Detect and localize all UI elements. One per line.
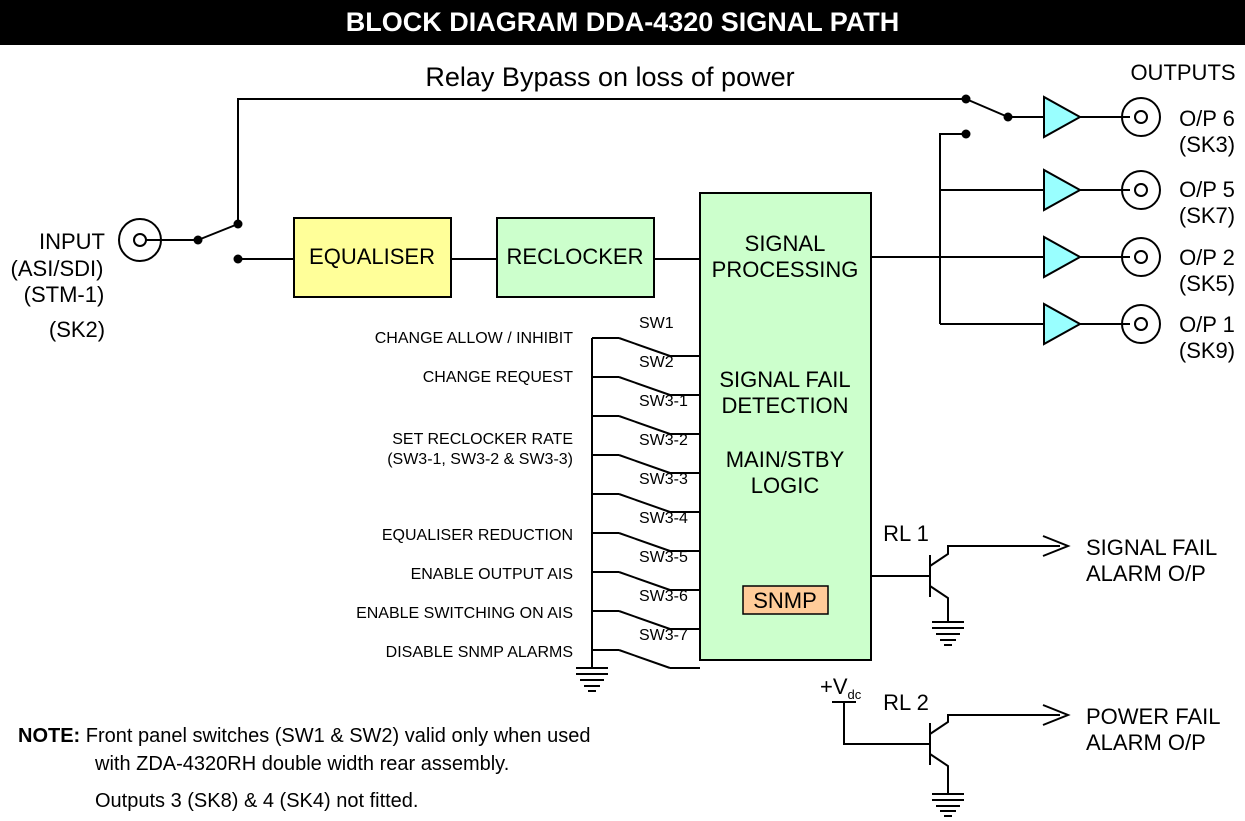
output-2-label: O/P 2	[1179, 245, 1235, 270]
output-1-sk: (SK9)	[1179, 338, 1235, 363]
set-reclocker-rate-sub-label: (SW3-1, SW3-2 & SW3-3)	[387, 451, 573, 468]
rl2-ground-icon	[932, 793, 964, 817]
sw2-function-label: CHANGE REQUEST	[423, 369, 573, 386]
sw3-5-function-label: ENABLE OUTPUT AIS	[411, 566, 573, 583]
power-fail-alarm-label-1: POWER FAIL	[1086, 704, 1220, 729]
input-stm-label: (STM-1)	[24, 282, 105, 307]
signal-fail-alarm-label-2: ALARM O/P	[1086, 561, 1206, 586]
sw3-7-function-label: DISABLE SNMP ALARMS	[386, 644, 573, 661]
switch-sw2: SW2	[592, 354, 700, 396]
switch-id-label: SW3-7	[639, 627, 688, 644]
reclocker-label: RECLOCKER	[507, 244, 644, 269]
switch-sw3-3: SW3-3	[592, 471, 700, 513]
switch-id-label: SW3-2	[639, 432, 688, 449]
signal-processing-label-1: SIGNAL	[745, 231, 826, 256]
reclocker-block	[496, 217, 655, 298]
input-sk-label: (SK2)	[49, 317, 105, 342]
switch-sw3-4: SW3-4	[592, 510, 700, 552]
output-buffer-icon	[1043, 168, 1083, 212]
output-1-label: O/P 1	[1179, 312, 1235, 337]
signal-fail-alarm-label-1: SIGNAL FAIL	[1086, 535, 1217, 560]
switch-id-label: SW3-1	[639, 393, 688, 410]
output-buffer-icon	[1043, 235, 1083, 279]
set-reclocker-rate-label: SET RECLOCKER RATE	[392, 431, 573, 448]
equaliser-label: EQUALISER	[309, 244, 435, 269]
switch-id-label: SW2	[639, 354, 674, 371]
switch-id-label: SW3-6	[639, 588, 688, 605]
switch-id-label: SW1	[639, 315, 674, 332]
power-fail-alarm-label-2: ALARM O/P	[1086, 730, 1206, 755]
sw3-4-function-label: EQUALISER REDUCTION	[382, 527, 573, 544]
switch-sw3-7: SW3-7	[592, 627, 700, 669]
switch-id-label: SW3-4	[639, 510, 688, 527]
note-label: NOTE:	[18, 725, 81, 747]
output-connector-icon	[1121, 237, 1161, 277]
output-relay-switch-icon	[965, 98, 1013, 122]
note-text-1: Front panel switches (SW1 & SW2) valid o…	[85, 725, 591, 747]
signal-fail-detection-label-1: SIGNAL FAIL	[719, 367, 850, 392]
outputs-heading: OUTPUTS	[1130, 60, 1235, 85]
output-5-sk: (SK7)	[1179, 203, 1235, 228]
input-label: INPUT	[39, 229, 105, 254]
signal-fail-detection-label-2: DETECTION	[721, 393, 848, 418]
output-connector-icon	[1121, 304, 1161, 344]
input-relay-switch-icon	[197, 219, 243, 264]
switch-sw3-2: SW3-2	[592, 432, 700, 474]
output-2-sk: (SK5)	[1179, 271, 1235, 296]
sw1-function-label: CHANGE ALLOW / INHIBIT	[375, 330, 573, 347]
sw3-6-function-label: ENABLE SWITCHING ON AIS	[356, 605, 573, 622]
snmp-block	[742, 585, 829, 615]
note-text-3: Outputs 3 (SK8) & 4 (SK4) not fitted.	[95, 790, 419, 812]
rl1-label: RL 1	[883, 521, 929, 546]
equaliser-block	[293, 217, 452, 298]
rl2-label: RL 2	[883, 690, 929, 715]
main-stby-logic-label-1: MAIN/STBY	[726, 447, 845, 472]
output-buffer-icon	[1043, 95, 1083, 139]
vdc-label: +Vdc	[820, 674, 862, 702]
switch-id-label: SW3-5	[639, 549, 688, 566]
signal-processing-label-2: PROCESSING	[712, 257, 859, 282]
snmp-label: SNMP	[753, 588, 817, 613]
diagram-title: BLOCK DIAGRAM DDA-4320 SIGNAL PATH	[0, 0, 1245, 45]
output-connector-icon	[1121, 97, 1161, 137]
output-6-sk: (SK3)	[1179, 132, 1235, 157]
output-connector-icon	[1121, 170, 1161, 210]
switch-sw3-6: SW3-6	[592, 588, 700, 630]
power-fail-arrow-icon	[1042, 704, 1071, 726]
output-buffer-icon	[1043, 302, 1083, 346]
switch-sw1: SW1	[592, 315, 700, 357]
switch-sw3-5: SW3-5	[592, 549, 700, 591]
switch-bank-ground-icon	[576, 667, 608, 692]
relay-bypass-label: Relay Bypass on loss of power	[425, 62, 794, 92]
main-stby-logic-label-2: LOGIC	[751, 473, 820, 498]
switch-id-label: SW3-3	[639, 471, 688, 488]
output-5-label: O/P 5	[1179, 177, 1235, 202]
rl1-ground-icon	[932, 621, 964, 646]
signal-fail-arrow-icon	[1042, 535, 1071, 557]
signal-processing-block	[699, 192, 872, 661]
output-6-label: O/P 6	[1179, 106, 1235, 131]
note-text-2: with ZDA-4320RH double width rear assemb…	[95, 753, 510, 775]
note-line-1: NOTE: Front panel switches (SW1 & SW2) v…	[18, 725, 590, 748]
rl1-transistor-icon	[929, 545, 1060, 622]
rl2-transistor-icon	[929, 714, 1060, 794]
input-format-label: (ASI/SDI)	[11, 256, 104, 281]
switch-sw3-1: SW3-1	[592, 393, 700, 435]
